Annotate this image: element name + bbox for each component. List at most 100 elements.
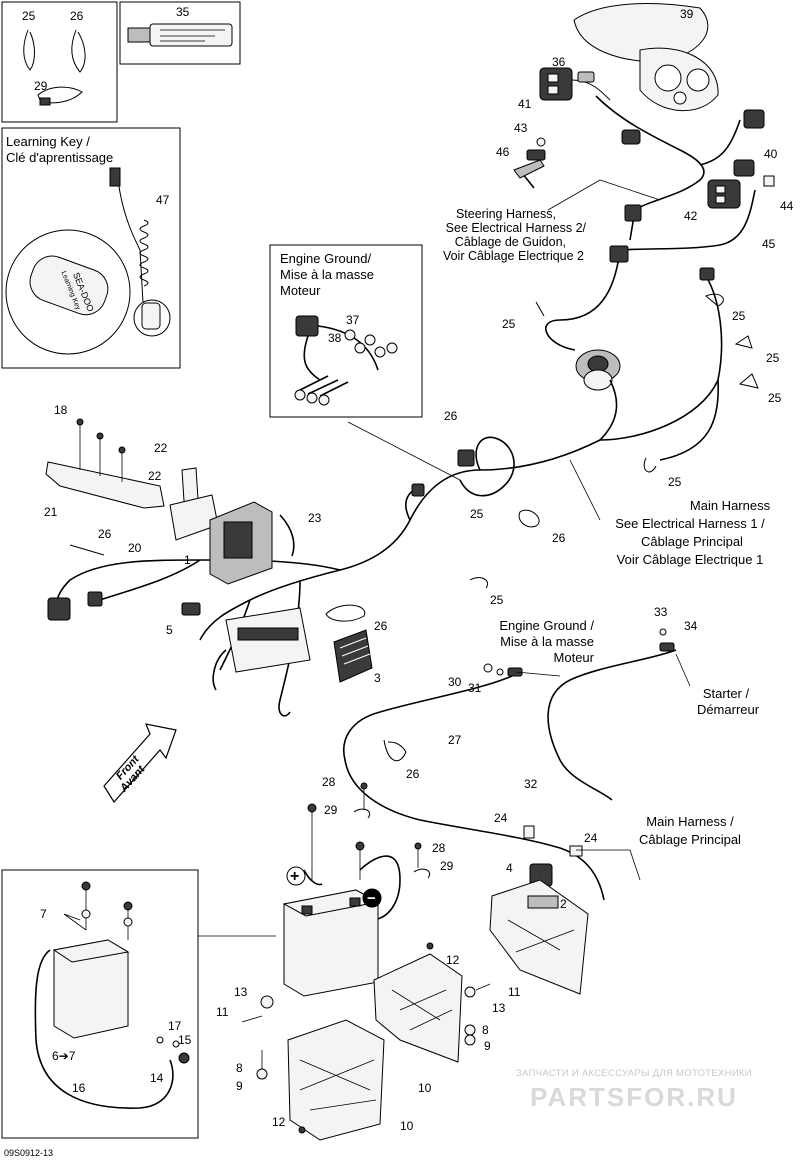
part-number-labels: 25 26 29 35 39 36 41 43 46 40 42 44 45 4…	[22, 5, 794, 1133]
engine-ground-connectors	[294, 315, 398, 406]
part-label: 12	[446, 953, 460, 967]
part-label: 2	[560, 897, 567, 911]
steering-harness-line4: Voir Câblage Electrique 2	[443, 249, 584, 263]
bracket-assembly	[45, 418, 219, 541]
inset-box-grease	[119, 1, 241, 65]
clamp-26-a	[518, 509, 540, 528]
main-harness-line3: Câblage Principal	[641, 534, 743, 549]
main-harness-line1: Main Harness	[690, 498, 771, 513]
part-label: 46	[496, 145, 510, 159]
part-label: 13	[234, 985, 248, 999]
part-label: 26	[406, 767, 420, 781]
part-label: 40	[764, 147, 778, 161]
part-label: 13	[492, 1001, 506, 1015]
bolt-30	[483, 663, 493, 673]
learning-key-title-fr: Clé d'aprentissage	[6, 150, 113, 165]
main-harness-line4: Voir Câblage Electrique 1	[617, 552, 764, 567]
washer-31	[496, 668, 504, 676]
fuse-box	[212, 607, 311, 691]
clip-29-b	[413, 868, 430, 879]
part-label: 16	[72, 1081, 86, 1095]
part-label: 35	[176, 5, 190, 19]
clamp-25-e	[643, 457, 657, 473]
part-label: 8	[236, 1061, 243, 1075]
callout-leaders	[63, 179, 691, 937]
part-label: 37	[346, 313, 360, 327]
terminal-34	[659, 642, 675, 652]
connector-harness-a	[457, 449, 475, 467]
part-label: 25	[768, 391, 782, 405]
clamp-26-d	[383, 739, 407, 762]
battery-tray-lower	[287, 1019, 385, 1141]
part-label: 26	[98, 527, 112, 541]
grease-tube	[127, 23, 233, 47]
part-label: 25	[490, 593, 504, 607]
starter-line1: Starter /	[703, 686, 750, 701]
main-harness-right	[599, 275, 723, 441]
terminal-27	[507, 667, 523, 677]
gauge-cluster	[573, 3, 719, 112]
clamp-drawings	[23, 29, 86, 106]
voltage-regulator	[333, 629, 373, 683]
part-label: 20	[128, 541, 142, 555]
part-label: 5	[166, 623, 173, 637]
part-label: 25	[732, 309, 746, 323]
part-label: 26	[374, 619, 388, 633]
part-label: 8	[482, 1023, 489, 1037]
clamp-25-c	[734, 335, 753, 349]
part-label: 10	[418, 1081, 432, 1095]
inset-box-clamps	[1, 1, 118, 123]
part-label: 11	[508, 985, 521, 999]
learning-key-drawing: SEA-DOO Learning Key	[5, 167, 171, 355]
connector-harness-e	[87, 591, 103, 607]
positive-symbol: +	[290, 868, 299, 885]
negative-marker	[362, 888, 382, 908]
main-harness-low-line2: Câblage Principal	[639, 832, 741, 847]
right-switch-block	[707, 159, 775, 209]
lower-fasteners	[241, 942, 491, 1134]
negative-symbol: −	[367, 890, 376, 907]
part-label: 22	[154, 441, 168, 455]
engine-ground-mid-line3: Moteur	[554, 650, 595, 665]
inset-box-engine-ground	[269, 244, 423, 418]
nut-33	[659, 628, 667, 636]
main-harness-upper-loop	[459, 436, 515, 497]
starter-solenoid	[523, 825, 583, 887]
part-label: 44	[780, 199, 794, 213]
starter-line2: Démarreur	[697, 702, 760, 717]
clamp-25-f	[469, 577, 488, 589]
engine-ground-mid-line2: Mise à la masse	[500, 634, 594, 649]
main-harness-low-line1: Main Harness /	[646, 814, 734, 829]
part-label: 14	[150, 1071, 164, 1085]
connector-44	[743, 109, 765, 129]
part-label: 26	[552, 531, 566, 545]
steering-harness-branch	[699, 119, 741, 166]
part-label: 28	[432, 841, 446, 855]
engine-ground-top-line2: Mise à la masse	[280, 267, 374, 282]
positive-marker	[286, 866, 306, 886]
part-label: 4	[506, 861, 513, 875]
part-label: 43	[514, 121, 528, 135]
part-label: 21	[44, 505, 58, 519]
part-label: 25	[766, 351, 780, 365]
clamp-26-b	[69, 544, 105, 556]
starter-cable-27	[343, 675, 605, 901]
part-label: 24	[584, 831, 598, 845]
connector-5	[181, 602, 201, 616]
part-label: 7	[40, 907, 47, 921]
main-harness-left-2	[99, 559, 201, 601]
key-post	[513, 137, 546, 189]
part-label: 9	[484, 1039, 491, 1053]
part-label: 10	[400, 1119, 414, 1133]
clamp-26-c	[325, 604, 366, 622]
solenoid-bracket	[489, 879, 589, 995]
part-label: 47	[156, 193, 170, 207]
battery-inset	[34, 881, 190, 1109]
steering-harness-wire	[595, 95, 705, 241]
part-label: 3	[374, 671, 381, 685]
watermark-tagline: ЗАПЧАСТИ И АКСЕССУАРЫ ДЛЯ МОТОТЕХНИКИ	[516, 1068, 752, 1079]
part-label: 32	[524, 777, 538, 791]
part-label: 31	[468, 681, 482, 695]
part-label: 25	[470, 507, 484, 521]
